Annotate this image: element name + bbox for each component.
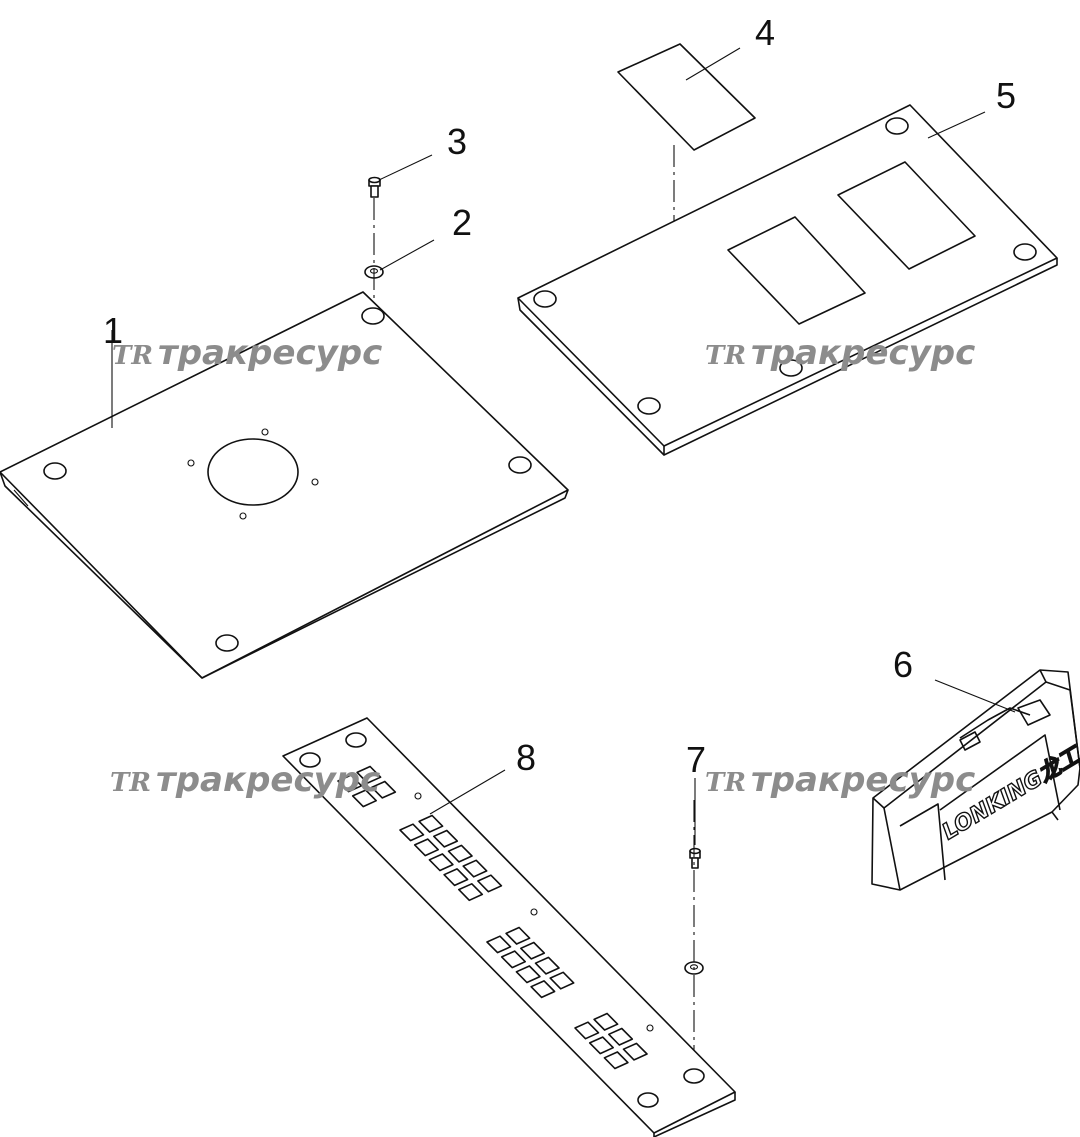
callout-6: 6 bbox=[893, 644, 913, 685]
watermark-logo: TR bbox=[110, 768, 151, 798]
perforation-square bbox=[418, 814, 444, 833]
watermark-text: тракресурс bbox=[156, 760, 380, 800]
perforation-square bbox=[443, 868, 469, 887]
part-1-base-plate bbox=[0, 291, 569, 679]
callout-5: 5 bbox=[996, 75, 1016, 116]
perforation-squares bbox=[337, 765, 648, 1070]
part-4-label-plate bbox=[617, 43, 756, 151]
perforation-square bbox=[428, 853, 454, 872]
leader-4 bbox=[685, 47, 741, 81]
watermark-text: тракресурс bbox=[751, 333, 975, 373]
center-round-hole bbox=[207, 438, 299, 506]
perforation-square bbox=[477, 874, 503, 893]
watermark-3: TR тракресурс bbox=[110, 760, 380, 800]
perforation-square bbox=[351, 789, 377, 808]
perforation-square bbox=[337, 774, 363, 793]
watermark-1: TR тракресурс bbox=[112, 333, 382, 373]
callout-8: 8 bbox=[516, 737, 536, 778]
perforation-square bbox=[462, 859, 488, 878]
perforation-square bbox=[530, 980, 556, 999]
perforation-square bbox=[433, 829, 459, 848]
perforation-square bbox=[486, 935, 512, 954]
callout-7: 7 bbox=[686, 739, 706, 780]
part-6-badge-cover: LONKING龙工 bbox=[871, 669, 1080, 891]
perforation-square bbox=[622, 1042, 648, 1061]
watermark-text: тракресурс bbox=[751, 760, 975, 800]
watermark-logo: TR bbox=[705, 341, 746, 371]
watermark-2: TR тракресурс bbox=[705, 333, 975, 373]
watermark-logo: TR bbox=[705, 768, 746, 798]
perforation-square bbox=[505, 926, 531, 945]
perforation-square bbox=[356, 765, 382, 784]
callout-4: 4 bbox=[755, 12, 775, 53]
leader-2 bbox=[379, 239, 435, 271]
watermark-4: TR тракресурс bbox=[705, 760, 975, 800]
callout-2: 2 bbox=[452, 202, 472, 243]
perforation-square bbox=[371, 780, 397, 799]
perforation-square bbox=[458, 883, 484, 902]
watermark-logo: TR bbox=[112, 341, 153, 371]
perforation-square bbox=[447, 844, 473, 863]
callout-3: 3 bbox=[447, 121, 467, 162]
perforation-square bbox=[574, 1021, 600, 1040]
perforation-square bbox=[608, 1027, 634, 1046]
perforation-square bbox=[593, 1012, 619, 1031]
perforation-square bbox=[413, 838, 439, 857]
part-8-perforated-strip bbox=[282, 717, 736, 1137]
part-7-bolt bbox=[689, 847, 701, 869]
window-left bbox=[727, 216, 866, 325]
window-right bbox=[837, 161, 976, 270]
leader-lines bbox=[111, 47, 1016, 845]
watermark-text: тракресурс bbox=[158, 333, 382, 373]
part-5-cover-plate bbox=[517, 104, 1058, 456]
leader-8 bbox=[429, 769, 506, 815]
perforation-square bbox=[520, 941, 546, 960]
perforation-square bbox=[500, 950, 526, 969]
perforation-square bbox=[603, 1051, 629, 1070]
part-3-bolt bbox=[368, 176, 381, 198]
leader-5 bbox=[927, 111, 986, 139]
perforation-square bbox=[549, 971, 575, 990]
callout-numbers: 1 2 3 4 5 6 7 8 bbox=[103, 12, 1016, 780]
perforation-square bbox=[515, 965, 541, 984]
perforation-square bbox=[534, 956, 560, 975]
leader-6 bbox=[934, 679, 1016, 713]
callout-1: 1 bbox=[103, 310, 123, 351]
perforation-square bbox=[399, 823, 425, 842]
perforation-square bbox=[588, 1036, 614, 1055]
leader-3 bbox=[378, 154, 433, 181]
